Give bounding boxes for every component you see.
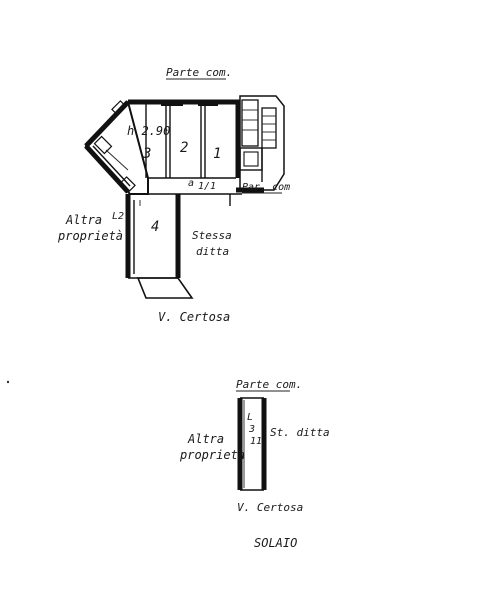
room-number-3: 3 <box>142 146 151 162</box>
lower-left-neighbor-line1: Altra <box>187 432 224 446</box>
room-number-4: 4 <box>151 219 159 235</box>
lower-top-label: Parte com. <box>236 378 302 391</box>
landing-square <box>239 147 263 171</box>
angled-inner-wall <box>92 145 131 187</box>
stray-mark <box>6 380 10 384</box>
left-neighbor-line2: proprietà <box>57 229 123 243</box>
bath-fixture <box>93 135 113 155</box>
lower-left-neighbor-line2: proprietà <box>179 448 245 462</box>
right-neighbor-line2: ditta <box>196 245 229 258</box>
room-number-2: 2 <box>180 140 188 156</box>
wall-segment <box>198 100 218 106</box>
window-mark <box>111 100 127 116</box>
landing-square-inner <box>243 151 259 167</box>
bath-fixture <box>119 176 136 193</box>
stair-flight <box>241 99 259 147</box>
mark-a: a <box>188 178 194 189</box>
wall-segment <box>161 100 183 106</box>
lower-right-neighbor: St. ditta <box>270 426 330 439</box>
mark-l2: L2 <box>112 211 124 222</box>
upper-street-label: V. Certosa <box>158 310 230 324</box>
staircase <box>239 95 285 191</box>
balcony <box>136 277 194 299</box>
upper-floor-plan: Parte com. <box>57 66 290 324</box>
landing-label: Par. com <box>242 182 290 193</box>
stair-flight <box>261 107 277 149</box>
lower-floor-plan: Parte com. L 3 11 Altra proprietà St. di… <box>179 378 330 550</box>
mark-1-1: 1/1 <box>198 181 216 192</box>
left-neighbor-line1: Altra <box>65 213 102 227</box>
angled-wall <box>84 100 130 148</box>
room-number-1: 1 <box>213 146 221 162</box>
angled-partition <box>105 149 129 171</box>
upper-top-label: Parte com. <box>166 66 232 79</box>
height-label: h 2.90 <box>127 124 170 138</box>
mark-11: 11 <box>250 436 262 447</box>
right-neighbor-line1: Stessa <box>192 229 232 242</box>
section-label: SOLAIO <box>254 536 297 550</box>
stair-outline <box>239 95 285 191</box>
mark-3: 3 <box>248 424 255 435</box>
mark-l: L <box>247 412 253 423</box>
lower-street-label: V. Certosa <box>237 501 303 514</box>
